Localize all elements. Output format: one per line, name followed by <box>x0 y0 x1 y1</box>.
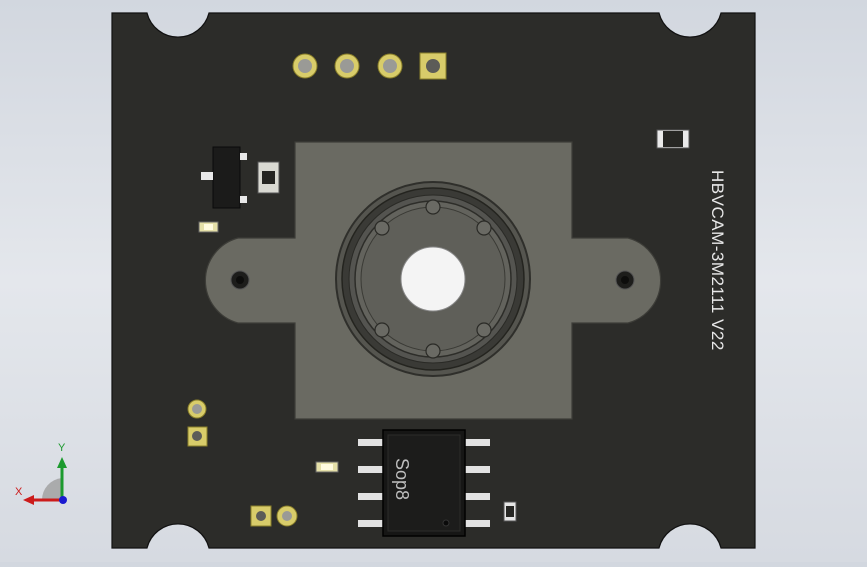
smd-resistor-2 <box>503 501 517 522</box>
lens-barrel <box>335 181 531 377</box>
lens-aperture <box>400 246 466 312</box>
board-silkscreen-label: HBVCAM-3M2111 V22 <box>708 170 727 351</box>
triad-y-label: Y <box>58 442 66 454</box>
smd-capacitor-3 <box>315 461 339 473</box>
smd-resistor-1 <box>257 161 280 194</box>
sot23-component <box>201 146 247 209</box>
pads-bottom <box>250 505 298 527</box>
sop8-ic <box>358 429 490 537</box>
orientation-triad[interactable] <box>23 457 67 505</box>
smd-capacitor-1 <box>198 221 219 233</box>
pads-left <box>187 399 208 447</box>
ic-marking: Sop8 <box>392 458 412 501</box>
smd-capacitor-2 <box>656 129 690 149</box>
header-pads-top <box>292 52 447 80</box>
triad-x-label: X <box>15 486 23 498</box>
